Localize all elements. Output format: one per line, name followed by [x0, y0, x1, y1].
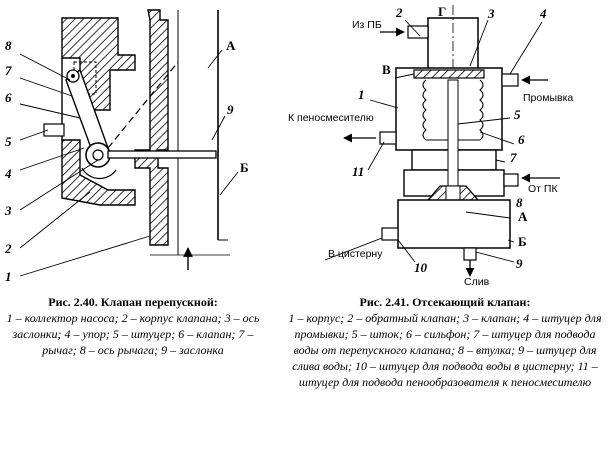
- port-from-pk: От ПК: [528, 183, 558, 195]
- caption-fig-2-40: Рис. 2.40. Клапан перепускной: 1 – колле…: [4, 294, 262, 358]
- left-label-3: 3: [4, 203, 12, 218]
- right-label-8: 8: [516, 195, 523, 210]
- right-label-6: 6: [518, 132, 525, 147]
- right-label-2: 2: [395, 5, 403, 20]
- caption-title: Рис. 2.41. Отсекающий клапан:: [359, 295, 531, 309]
- left-label-B: Б: [240, 160, 249, 175]
- port-to-tank: В цистерну: [328, 248, 383, 260]
- port-from-pb: Из ПБ: [352, 19, 382, 31]
- valve-disc: [413, 69, 485, 79]
- right-label-7: 7: [510, 150, 517, 165]
- port-to-mixer: К пеносмесителю: [288, 112, 374, 124]
- left-label-4: 4: [4, 166, 12, 181]
- left-label-7: 7: [5, 63, 12, 78]
- shutoff-valve-drawing: Из ПБ Промывка К пеносмесителю От ПК В ц…: [288, 4, 573, 288]
- right-label-G: Г: [438, 4, 446, 19]
- right-label-9: 9: [516, 256, 523, 271]
- valve-body-lower-right: [397, 199, 511, 249]
- port-drain: Слив: [464, 276, 490, 288]
- flap: [107, 150, 217, 159]
- left-label-5: 5: [5, 134, 12, 149]
- caption-body: 1 – корпус; 2 – обратный клапан; 3 – кла…: [288, 311, 602, 389]
- stem: [447, 79, 459, 201]
- left-label-2: 2: [4, 241, 12, 256]
- right-label-5: 5: [514, 107, 521, 122]
- right-label-3: 3: [487, 6, 495, 21]
- port-flush: Промывка: [523, 92, 573, 104]
- caption-fig-2-41: Рис. 2.41. Отсекающий клапан: 1 – корпус…: [284, 294, 606, 390]
- left-label-1: 1: [5, 269, 12, 284]
- valve-body-lower: [61, 139, 136, 206]
- right-label-1: 1: [358, 87, 365, 102]
- left-label-A: А: [226, 38, 236, 53]
- right-label-4: 4: [539, 6, 547, 21]
- fitting-port: [43, 123, 65, 137]
- right-label-V: В: [382, 62, 391, 77]
- right-label-10: 10: [414, 260, 428, 275]
- bypass-valve-drawing: 8 7 6 5 4 3 2 1 9 А Б: [4, 9, 249, 284]
- right-label-11: 11: [352, 164, 364, 179]
- left-label-9: 9: [227, 102, 234, 117]
- right-label-B: Б: [518, 234, 527, 249]
- right-label-A: А: [518, 209, 528, 224]
- left-label-8: 8: [5, 38, 12, 53]
- caption-title: Рис. 2.40. Клапан перепускной:: [48, 295, 218, 309]
- left-label-6: 6: [5, 90, 12, 105]
- pump-collector-wall: [134, 9, 169, 246]
- flap-swing-path: [107, 61, 179, 149]
- caption-body: 1 – коллектор насоса; 2 – корпус клапана…: [6, 311, 260, 357]
